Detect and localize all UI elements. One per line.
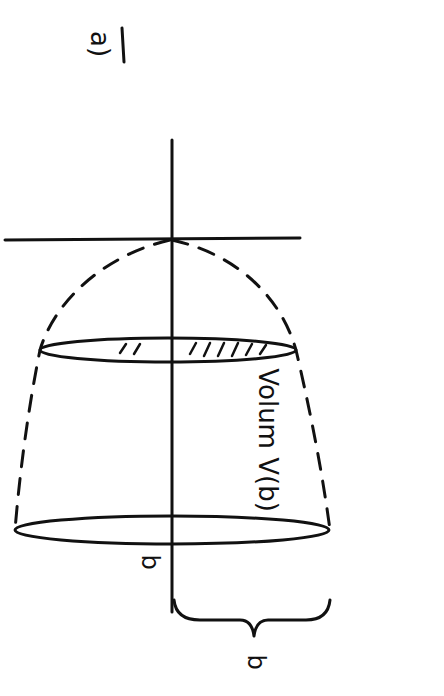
part-label: a) [87,31,113,57]
cross-section [40,338,296,362]
volume-label: Volum V(b) [255,368,281,512]
tangent-line [5,238,300,240]
label-mark [122,28,124,62]
paraboloid-outline [172,240,330,530]
paraboloid-outline [15,240,170,530]
radius-brace [174,600,330,636]
hatching [120,343,266,356]
dimension-label: b [244,654,268,669]
base-ellipse [15,516,329,544]
radius-label: b [138,554,162,569]
axis-line [171,140,174,612]
